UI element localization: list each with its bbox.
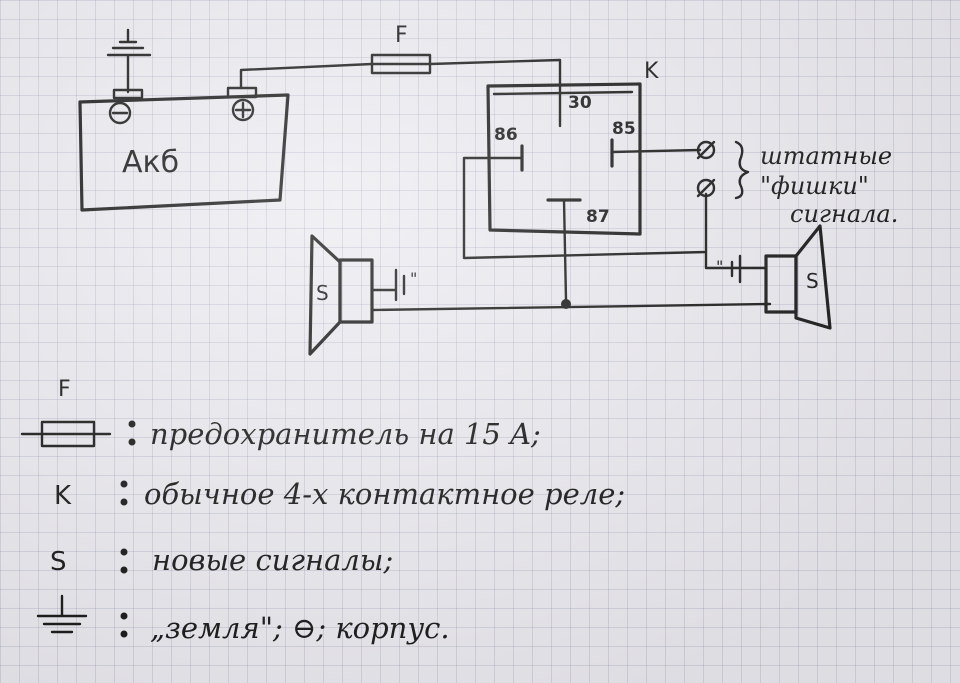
horn-right: S " [716,224,832,330]
wire-87 [562,198,568,302]
legend-fuse-text: предохранитель на 15 A; [150,417,541,451]
relay-pin-87: 87 [586,207,610,227]
wire-86 [462,156,708,260]
fuse-symbol: F [370,23,432,75]
stock-connector-top [696,140,716,160]
wire-fuse-to-relay-30 [428,58,562,122]
battery-label: Акб [122,145,179,180]
wire-horns [370,302,772,312]
svg-text:сигнала.: сигнала. [790,200,898,228]
svg-text:штатные: штатные [760,142,892,170]
wire-85 [610,148,702,154]
legend-horn-text: новые сигналы; [152,543,393,577]
horn-left-label: S [316,281,329,305]
relay-pin-86: 86 [494,125,518,145]
fuse-label: F [395,23,408,48]
wire-right-horn-feed [704,250,742,270]
legend-ground-text: „земля"; ⊖; корпус. [150,611,450,645]
battery-plus-terminal [226,86,258,122]
legend-relay-text: обычное 4-х контактное реле; [144,477,625,511]
battery-minus-terminal [108,101,132,125]
legend: F предохранитель на 15 A; K обычное 4-х … [20,377,625,645]
ground-symbol-top [106,28,152,100]
relay-label: K [644,59,659,84]
legend-relay-symbol: K [54,481,72,511]
connectors-brace [734,140,750,200]
junction-dot [561,299,571,309]
svg-text:": " [716,257,723,276]
legend-ground-icon [36,594,88,634]
relay-pin-30: 30 [568,93,592,113]
stock-connectors-note: штатные "фишки" сигнала. [760,142,898,228]
wire-plus-to-fuse [239,62,374,90]
battery: Акб [78,93,290,212]
relay: K 30 86 85 87 [486,59,659,236]
legend-fuse-symbol-label: F [58,377,71,402]
relay-pin-85: 85 [612,119,636,139]
legend-horn-symbol: S [50,547,67,577]
svg-text:"фишки": "фишки" [760,172,869,200]
stock-connector-bottom [696,178,716,198]
legend-fuse-icon [20,420,112,448]
horn-left: S " [308,234,417,356]
svg-text:": " [410,269,417,288]
horn-right-label: S [806,269,819,293]
